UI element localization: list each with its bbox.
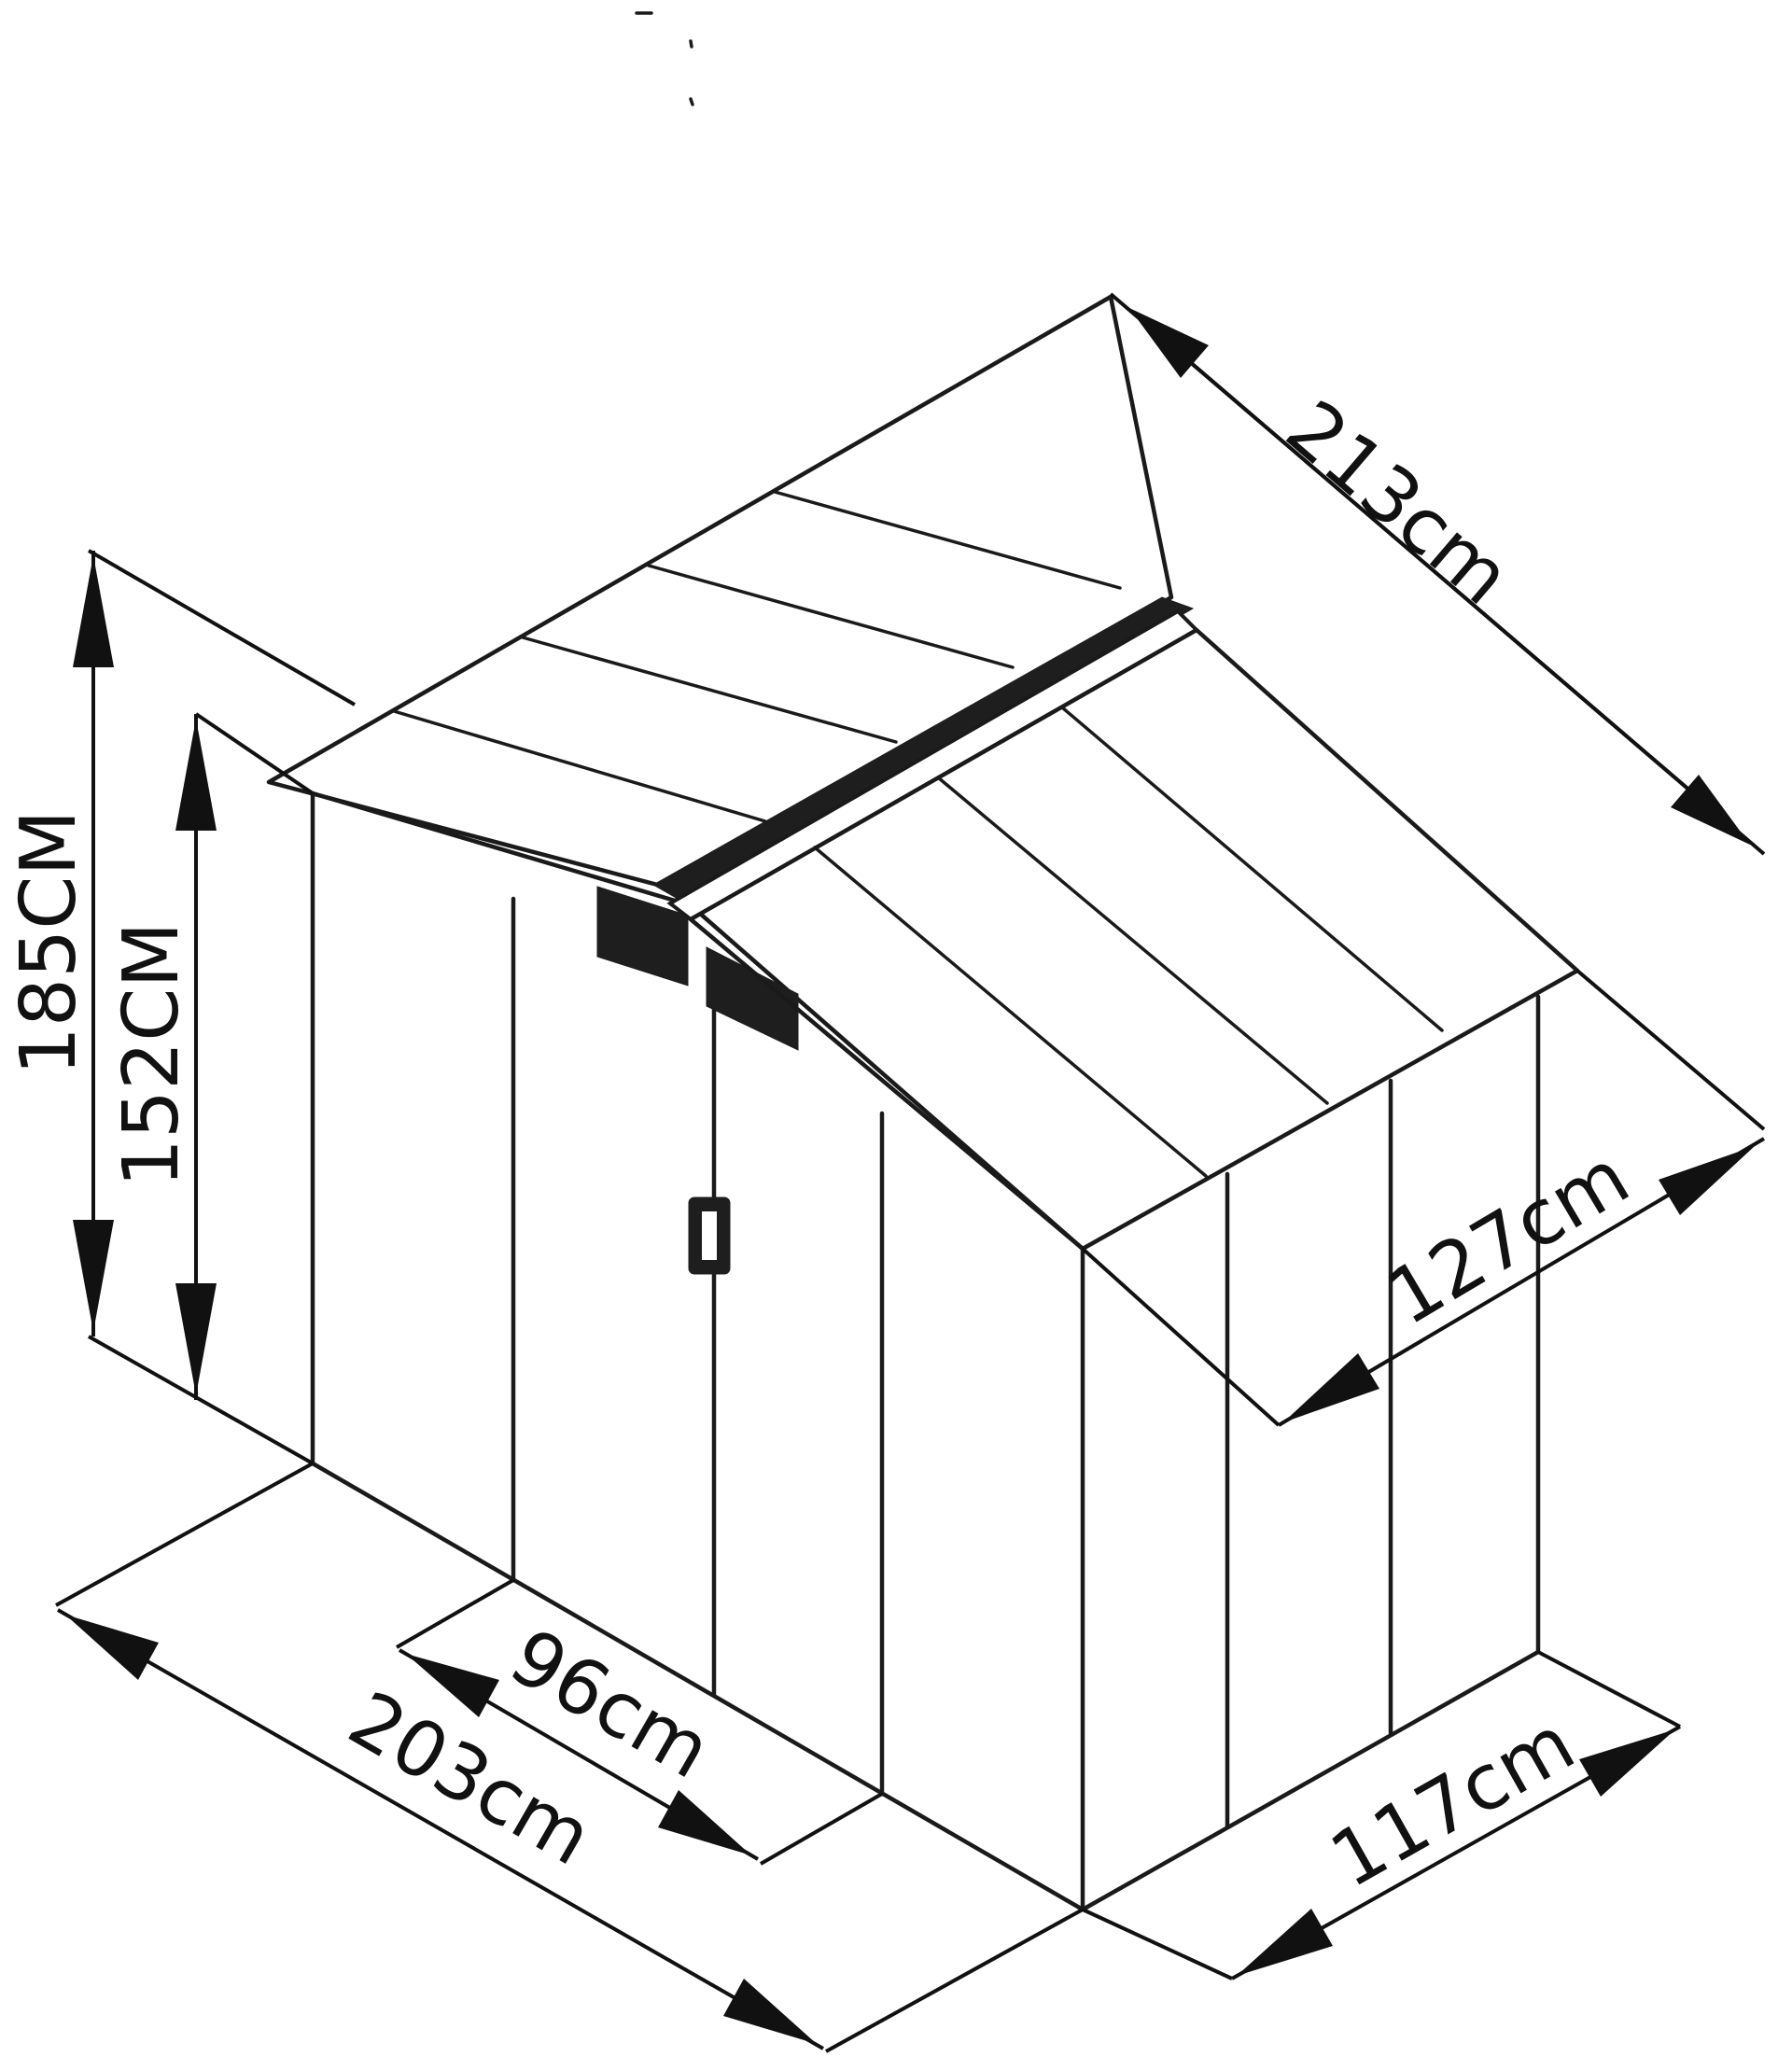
dimension-base-width: 203cm — [55, 1462, 1084, 2053]
gable-vents — [596, 886, 799, 1051]
total-height-label: 185CM — [5, 810, 93, 1076]
roof-depth-label: 127cm — [1373, 1133, 1645, 1343]
shed-door-handle — [688, 1196, 731, 1275]
wall-height-label: 152CM — [107, 922, 196, 1188]
shed-roof-ridge — [651, 596, 1200, 922]
dimension-roof-depth: 127cm — [1081, 1133, 1766, 1427]
scan-artifacts — [635, 11, 694, 106]
dimension-base-depth: 117cm — [1082, 1650, 1681, 1980]
shed-roof-right-slope — [688, 627, 1580, 1252]
shed-roof-left-slope — [266, 294, 1174, 889]
dimension-total-height: 185CM — [5, 549, 357, 1465]
shed-side-wall — [1080, 994, 1541, 1912]
dimension-wall-height: 152CM — [107, 712, 315, 1400]
roof-length-label: 213cm — [1269, 384, 1527, 622]
shed-front-wall — [310, 791, 1085, 1912]
